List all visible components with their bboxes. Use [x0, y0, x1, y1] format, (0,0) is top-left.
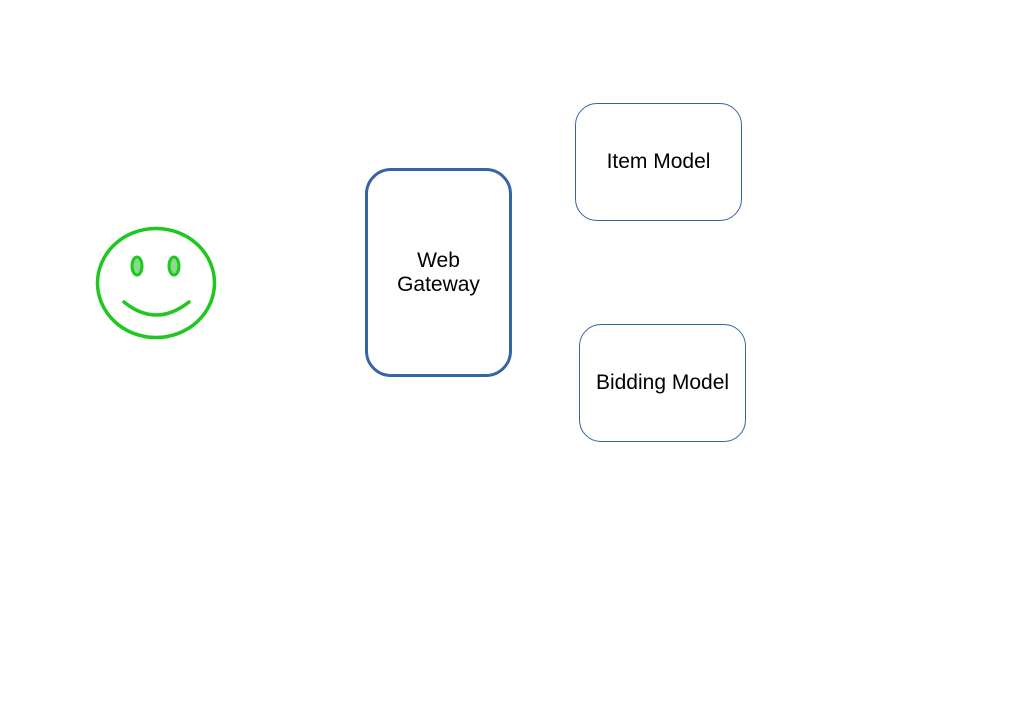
item-model-label: Item Model — [606, 150, 711, 173]
smiley-mouth — [122, 300, 191, 317]
web-gateway-label: Web Gateway — [397, 248, 480, 296]
web-gateway-node[interactable]: Web Gateway — [365, 168, 512, 377]
item-model-node[interactable]: Item Model — [575, 103, 742, 221]
smiley-face-icon — [95, 226, 217, 340]
bidding-model-node[interactable]: Bidding Model — [579, 324, 746, 442]
smiley-left-eye — [130, 255, 144, 277]
smiley-face-outline — [95, 226, 217, 340]
smiley-right-eye — [167, 255, 181, 277]
bidding-model-label: Bidding Model — [595, 371, 730, 394]
